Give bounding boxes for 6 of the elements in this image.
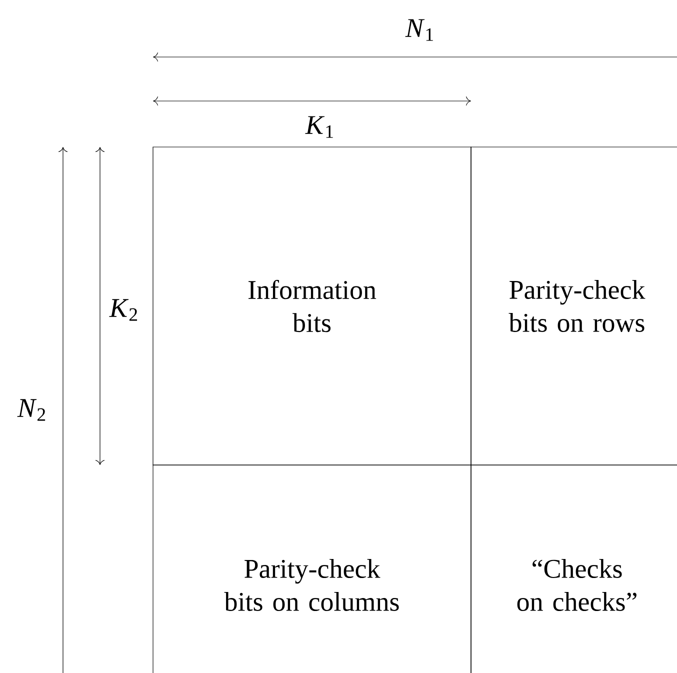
grid-cell: Parity-check bits on columns <box>152 464 472 673</box>
grid-cell: Information bits <box>152 146 472 466</box>
grid-cell: “Checks on checks” <box>470 464 677 673</box>
dimension-label: N$_{2}$ <box>17 399 46 421</box>
dimension-label: N$_{1}$ <box>405 19 433 41</box>
grid-cell: Parity-check bits on rows <box>470 146 677 466</box>
